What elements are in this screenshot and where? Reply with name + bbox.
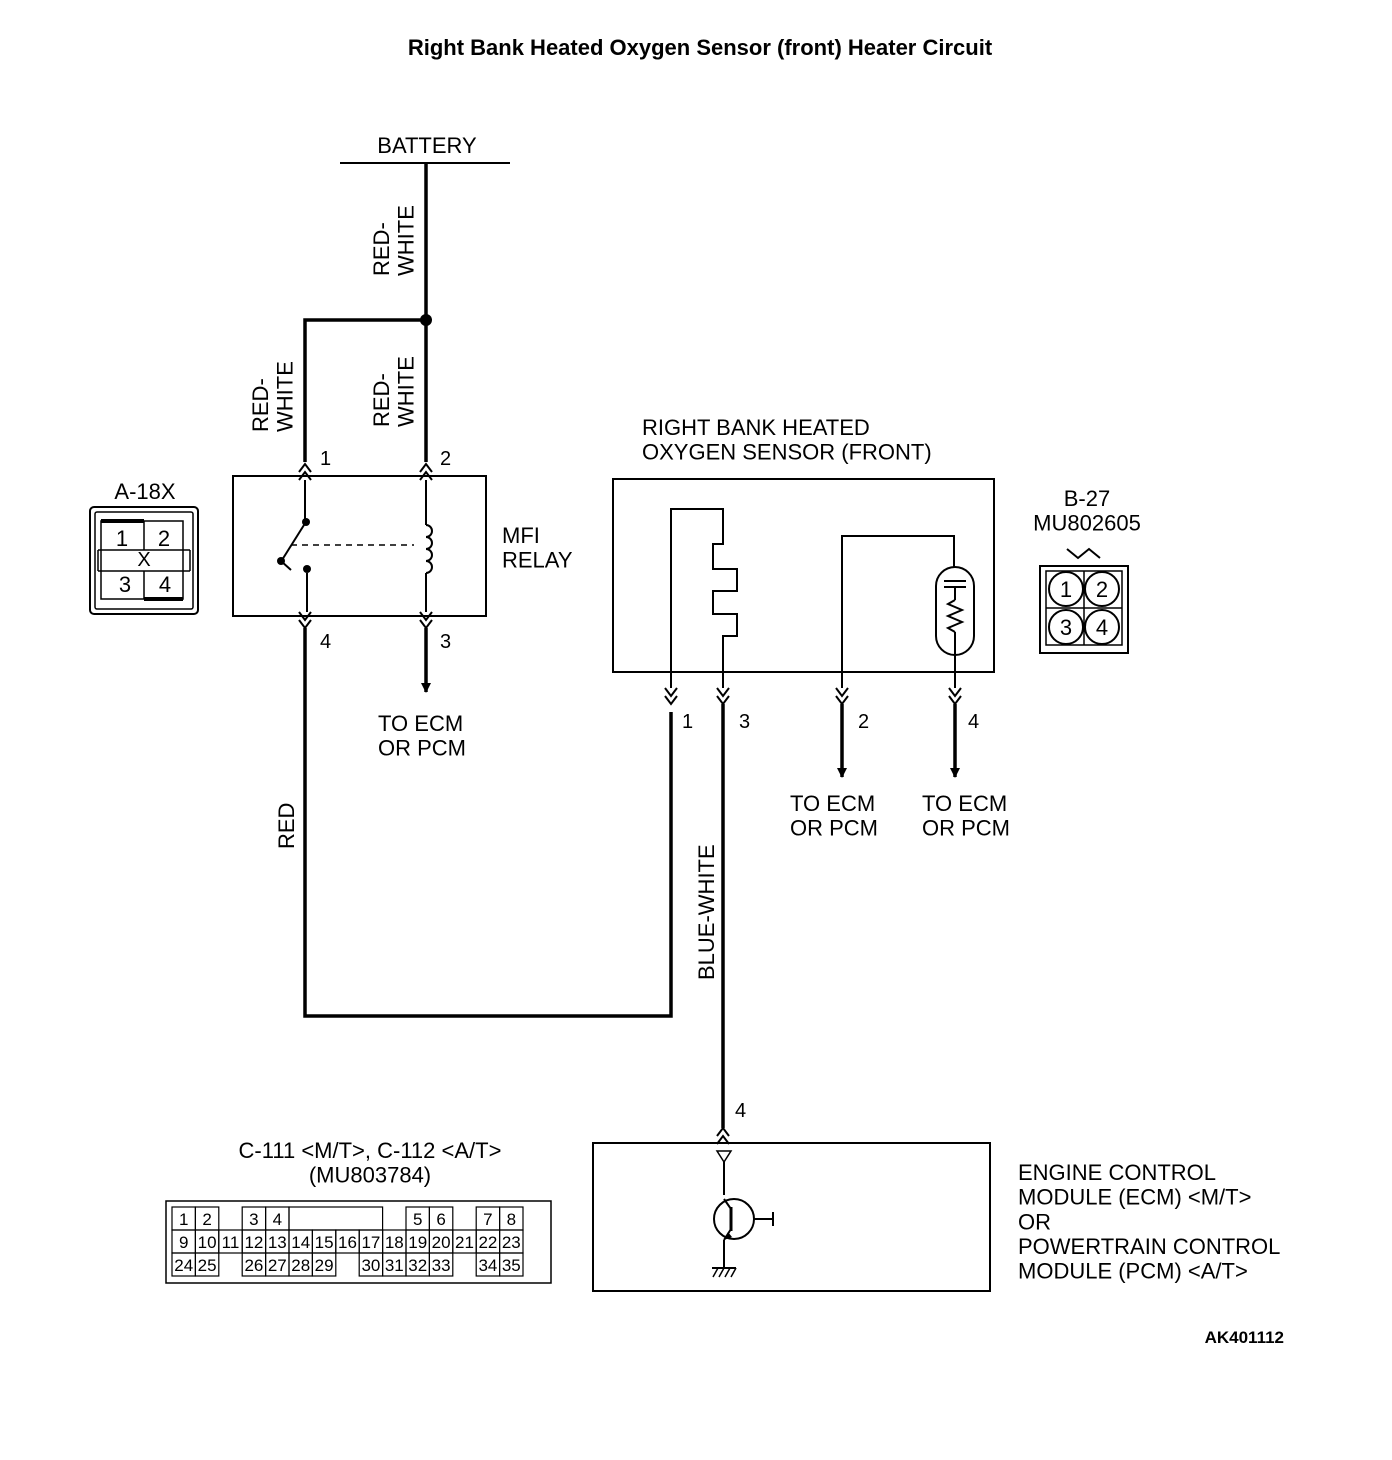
relay-connector-face: X xyxy=(89,506,199,615)
sensor-pin-3: 3 xyxy=(739,711,750,733)
ecm-connector-cell: 33 xyxy=(432,1256,451,1275)
sensor-pin-1: 1 xyxy=(682,711,693,733)
sensor-connector-cell-3: 3 xyxy=(1060,615,1072,640)
relay-pin-1: 1 xyxy=(320,448,331,470)
relay-connector-code: A-18X xyxy=(114,479,175,504)
oxygen-sensor xyxy=(612,478,995,673)
relay-pin1-wire-color: RED-WHITE xyxy=(248,361,298,432)
ecm-connector-cell: 26 xyxy=(244,1256,263,1275)
sensor-connector-cell-4: 4 xyxy=(1096,615,1108,640)
ecm-connector-cell: 2 xyxy=(202,1210,211,1229)
ecm-connector-cell: 5 xyxy=(413,1210,422,1229)
ecm-connector-cell: 31 xyxy=(385,1256,404,1275)
ecm-connector-cell: 30 xyxy=(361,1256,380,1275)
sensor-pin3-wire-color: BLUE-WHITE xyxy=(694,844,719,980)
ecm-connector-cell: 15 xyxy=(315,1233,334,1252)
sensor-pin-4: 4 xyxy=(968,711,979,733)
relay-pin-4: 4 xyxy=(320,631,331,653)
svg-text:X: X xyxy=(137,549,150,571)
ecm-connector-cell: 18 xyxy=(385,1233,404,1252)
relay-pin-3: 3 xyxy=(440,631,451,653)
ecm-connector-cell: 12 xyxy=(244,1233,263,1252)
ecm-connector-cell: 14 xyxy=(291,1233,310,1252)
ecm-connector-cell: 16 xyxy=(338,1233,357,1252)
ecm-connector-cell: 4 xyxy=(273,1210,282,1229)
sensor-connector-cell-2: 2 xyxy=(1096,577,1108,602)
ecm-connector-cell: 27 xyxy=(268,1256,287,1275)
ecm-connector-cell: 3 xyxy=(249,1210,258,1229)
relay-connector-cell-3: 3 xyxy=(119,572,131,597)
sensor-pin-2: 2 xyxy=(858,711,869,733)
battery-label: BATTERY xyxy=(377,133,477,158)
ecm-connector-code: C-111 <M/T>, C-112 <A/T>(MU803784) xyxy=(239,1138,502,1188)
ecm xyxy=(592,1142,991,1292)
ecm-connector-cell: 19 xyxy=(408,1233,427,1252)
ecm-connector-cell: 17 xyxy=(361,1233,380,1252)
relay-connector-cell-4: 4 xyxy=(159,572,171,597)
ecm-connector-cell: 10 xyxy=(198,1233,217,1252)
relay-pin2-wire-color: RED-WHITE xyxy=(369,356,419,427)
ecm-connector-cell: 20 xyxy=(432,1233,451,1252)
ecm-connector-cell: 21 xyxy=(455,1233,474,1252)
battery-wire-color: RED-WHITE xyxy=(369,205,419,276)
ecm-connector-cell: 34 xyxy=(478,1256,497,1275)
ecm-connector-cell: 8 xyxy=(507,1210,516,1229)
ecm-connector-cell: 35 xyxy=(502,1256,521,1275)
ecm-connector-cell: 23 xyxy=(502,1233,521,1252)
ecm-connector-cell: 29 xyxy=(315,1256,334,1275)
ecm-connector-cell: 22 xyxy=(478,1233,497,1252)
ecm-connector-cell: 6 xyxy=(436,1210,445,1229)
ecm-connector-cell: 9 xyxy=(179,1233,188,1252)
ecm-connector-cell: 24 xyxy=(174,1256,193,1275)
ecm-connector-cell: 13 xyxy=(268,1233,287,1252)
sensor-connector-cell-1: 1 xyxy=(1060,577,1072,602)
ecm-connector-cell: 1 xyxy=(179,1210,188,1229)
relay-pin4-wire-color: RED xyxy=(274,803,299,849)
relay-pin-2: 2 xyxy=(440,448,451,470)
ecm-connector-cell: 32 xyxy=(408,1256,427,1275)
ecm-pin-4: 4 xyxy=(735,1100,746,1122)
figure-code: AK401112 xyxy=(1205,1328,1284,1347)
diagram-title: Right Bank Heated Oxygen Sensor (front) … xyxy=(408,35,993,60)
sensor-connector-face xyxy=(1039,547,1129,654)
relay-connector-cell-1: 1 xyxy=(116,526,128,551)
relay-connector-cell-2: 2 xyxy=(158,526,170,551)
ecm-connector-cell: 7 xyxy=(483,1210,492,1229)
mfi-relay xyxy=(232,475,487,617)
ecm-connector-cell: 25 xyxy=(198,1256,217,1275)
ecm-connector-cell: 11 xyxy=(222,1233,240,1252)
ecm-connector-cell: 28 xyxy=(291,1256,310,1275)
